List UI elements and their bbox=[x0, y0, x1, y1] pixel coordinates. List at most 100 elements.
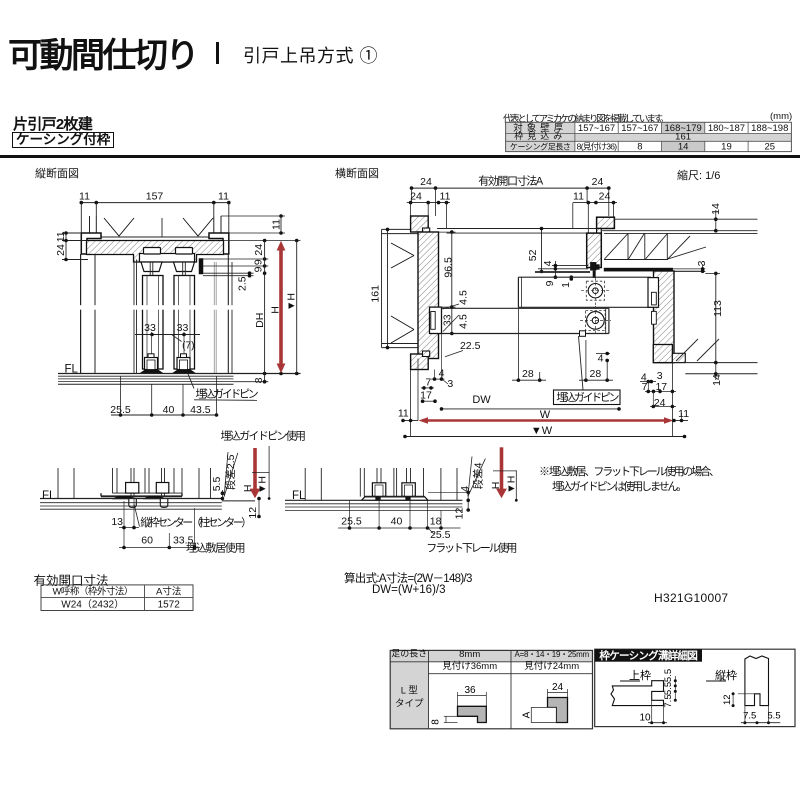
svg-text:タイプ: タイプ bbox=[395, 699, 424, 710]
svg-text:DW: DW bbox=[472, 394, 491, 406]
svg-text:14: 14 bbox=[711, 374, 723, 386]
svg-text:W呼称（枠外寸法）: W呼称（枠外寸法） bbox=[52, 585, 132, 597]
svg-text:枠ケーシング溝詳細図: 枠ケーシング溝詳細図 bbox=[599, 649, 697, 662]
svg-text:FL: FL bbox=[42, 490, 56, 502]
svg-text:22.5: 22.5 bbox=[460, 340, 481, 352]
svg-text:8: 8 bbox=[253, 377, 265, 383]
svg-text:H: H bbox=[270, 306, 282, 314]
svg-text:埋込ガイドピン: 埋込ガイドピン bbox=[556, 391, 619, 404]
svg-text:段差4: 段差4 bbox=[472, 462, 485, 489]
svg-text:4: 4 bbox=[598, 353, 604, 365]
svg-text:有効開口寸法A: 有効開口寸法A bbox=[478, 174, 544, 188]
svg-text:9: 9 bbox=[544, 280, 556, 286]
svg-text:113: 113 bbox=[712, 300, 724, 317]
svg-text:13: 13 bbox=[111, 516, 123, 528]
svg-text:フラット下レール使用: フラット下レール使用 bbox=[426, 542, 516, 555]
svg-text:2.5: 2.5 bbox=[237, 276, 249, 291]
svg-text:24: 24 bbox=[55, 244, 67, 256]
svg-text:25.5: 25.5 bbox=[341, 516, 362, 528]
svg-text:4.5: 4.5 bbox=[458, 314, 470, 329]
svg-text:180~187: 180~187 bbox=[708, 123, 745, 134]
svg-text:5.5: 5.5 bbox=[663, 682, 674, 695]
svg-text:段差2.5: 段差2.5 bbox=[224, 454, 237, 490]
svg-text:11: 11 bbox=[271, 219, 283, 230]
svg-text:4: 4 bbox=[459, 486, 471, 492]
svg-text:A寸法: A寸法 bbox=[156, 585, 181, 597]
svg-text:4.5: 4.5 bbox=[458, 290, 470, 305]
svg-text:3: 3 bbox=[447, 378, 453, 390]
svg-text:11: 11 bbox=[573, 191, 584, 203]
svg-text:8mm: 8mm bbox=[459, 649, 480, 660]
svg-text:52: 52 bbox=[527, 249, 539, 261]
svg-text:11: 11 bbox=[678, 408, 689, 420]
svg-text:見付け24mm: 見付け24mm bbox=[524, 661, 579, 672]
svg-text:24: 24 bbox=[420, 176, 432, 188]
svg-text:5.5: 5.5 bbox=[767, 711, 780, 722]
svg-text:見付け36mm: 見付け36mm bbox=[442, 661, 497, 672]
svg-text:25.5: 25.5 bbox=[430, 529, 451, 541]
svg-text:18: 18 bbox=[430, 516, 442, 528]
svg-text:157~167: 157~167 bbox=[621, 123, 658, 134]
svg-text:DH: DH bbox=[254, 313, 266, 328]
svg-text:40: 40 bbox=[391, 516, 403, 528]
svg-text:157~167: 157~167 bbox=[578, 123, 615, 134]
svg-text:上枠: 上枠 bbox=[629, 668, 651, 682]
svg-text:96.5: 96.5 bbox=[442, 257, 454, 278]
svg-text:9: 9 bbox=[253, 259, 265, 265]
svg-text:28: 28 bbox=[590, 368, 602, 380]
svg-text:11: 11 bbox=[79, 191, 90, 203]
svg-text:14: 14 bbox=[678, 142, 689, 153]
svg-text:33: 33 bbox=[177, 322, 189, 334]
svg-text:161: 161 bbox=[370, 285, 382, 303]
svg-text:H: H bbox=[490, 482, 502, 490]
svg-text:埋込ガイドピン: 埋込ガイドピン bbox=[196, 388, 259, 401]
svg-text:L 型: L 型 bbox=[401, 686, 419, 697]
svg-text:4: 4 bbox=[641, 371, 647, 383]
svg-text:▼H: ▼H bbox=[286, 293, 298, 311]
svg-text:24: 24 bbox=[592, 176, 604, 188]
svg-text:188~198: 188~198 bbox=[751, 123, 788, 134]
svg-text:W24（2432）: W24（2432） bbox=[61, 598, 124, 610]
svg-text:17: 17 bbox=[655, 381, 667, 393]
svg-text:60: 60 bbox=[141, 535, 153, 547]
svg-text:12: 12 bbox=[247, 507, 259, 519]
svg-text:24: 24 bbox=[599, 191, 611, 203]
svg-text:14: 14 bbox=[710, 203, 722, 215]
svg-text:縦枠: 縦枠 bbox=[715, 668, 737, 682]
svg-text:5.5: 5.5 bbox=[663, 669, 674, 682]
svg-text:対象壁厚: 対象壁厚 bbox=[513, 122, 567, 134]
svg-text:埋込敷居使用: 埋込敷居使用 bbox=[186, 541, 244, 555]
svg-text:3: 3 bbox=[657, 370, 663, 382]
svg-text:12: 12 bbox=[454, 508, 466, 520]
svg-text:11: 11 bbox=[398, 407, 409, 419]
svg-text:枠見込み: 枠見込み bbox=[514, 130, 566, 141]
svg-text:縦枠センター（柱センター）: 縦枠センター（柱センター） bbox=[140, 515, 249, 529]
svg-text:FL: FL bbox=[65, 364, 79, 376]
svg-text:24: 24 bbox=[253, 244, 265, 256]
svg-text:4: 4 bbox=[542, 260, 554, 266]
svg-text:24: 24 bbox=[654, 397, 666, 409]
svg-text:8: 8 bbox=[431, 719, 442, 725]
svg-text:43.5: 43.5 bbox=[190, 404, 211, 416]
svg-text:19: 19 bbox=[721, 142, 732, 153]
svg-text:7.5: 7.5 bbox=[663, 694, 674, 707]
svg-text:33: 33 bbox=[441, 314, 453, 326]
svg-text:5.5: 5.5 bbox=[211, 477, 223, 492]
svg-text:10: 10 bbox=[639, 713, 651, 724]
svg-text:25: 25 bbox=[764, 142, 775, 153]
svg-text:28: 28 bbox=[522, 368, 534, 380]
svg-text:H: H bbox=[242, 485, 254, 493]
svg-text:7.5: 7.5 bbox=[743, 711, 756, 722]
svg-text:埋込ガイドピン使用: 埋込ガイドピン使用 bbox=[221, 430, 305, 443]
svg-text:ケーシング足長さ: ケーシング足長さ bbox=[510, 141, 571, 151]
svg-text:W: W bbox=[540, 409, 551, 421]
svg-text:161: 161 bbox=[675, 131, 691, 142]
svg-text:8: 8 bbox=[637, 142, 642, 153]
svg-text:▼W: ▼W bbox=[531, 425, 553, 437]
svg-text:7: 7 bbox=[425, 376, 431, 388]
svg-text:▼H: ▼H bbox=[505, 476, 517, 494]
svg-text:3: 3 bbox=[696, 260, 708, 266]
svg-text:17: 17 bbox=[420, 390, 432, 402]
svg-text:1: 1 bbox=[560, 282, 572, 288]
svg-text:33.5: 33.5 bbox=[173, 535, 194, 547]
